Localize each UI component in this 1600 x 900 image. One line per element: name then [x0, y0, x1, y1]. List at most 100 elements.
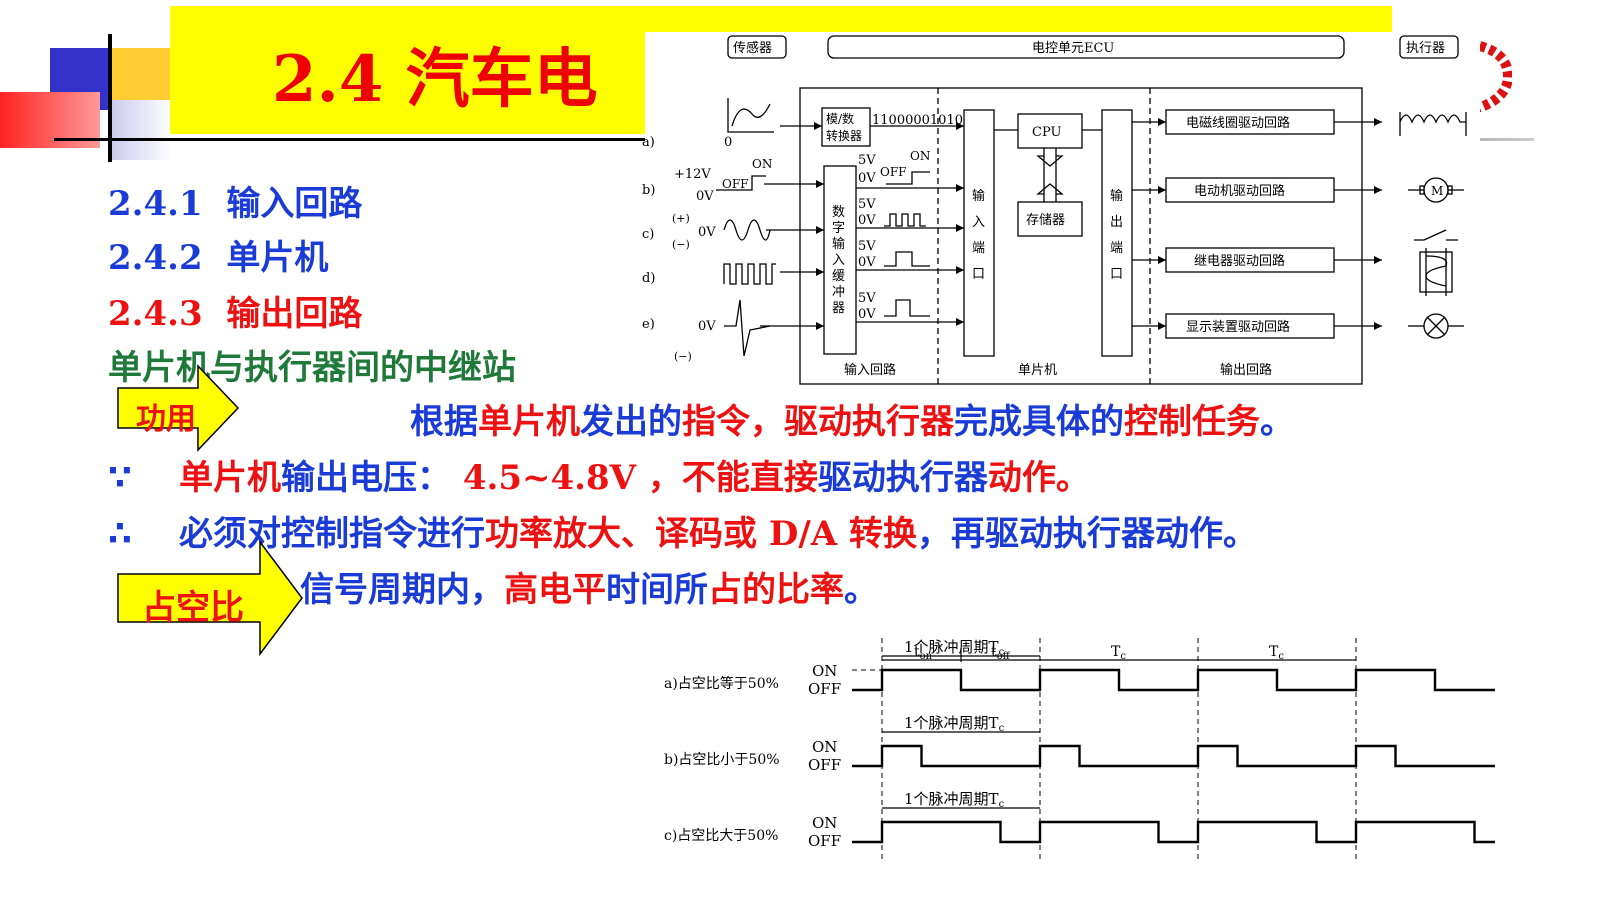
function-seg: 单片机 [478, 402, 580, 442]
svg-text:(−): (−) [674, 350, 692, 363]
because-seg: 输出电压： [281, 458, 452, 498]
decor-yellow-block [110, 48, 170, 110]
therefore-seg: D/A [768, 514, 838, 554]
because-seg: 单片机 [179, 458, 282, 498]
because-symbol: ∵ [108, 458, 132, 498]
function-text: 根据单片机发出的指令，驱动执行器完成具体的控制任务。 [410, 394, 1294, 443]
svg-text:CPU: CPU [1032, 125, 1061, 140]
function-seg: 完成具体的 [954, 402, 1124, 442]
svg-text:输出回路: 输出回路 [1220, 362, 1272, 378]
svg-text:输入回路: 输入回路 [844, 362, 896, 378]
svg-text:输: 输 [972, 188, 985, 204]
duty-seg: 高电平 [504, 570, 606, 610]
duty-cycle-diagram: a)占空比等于50%ONOFF1个脉冲周期Tcb)占空比小于50%ONOFF1个… [664, 638, 1495, 860]
svg-text:输: 输 [832, 236, 845, 252]
duty-label: 占空比 [142, 588, 244, 628]
svg-text:5V: 5V [858, 197, 876, 212]
svg-text:M: M [1431, 184, 1443, 198]
function-seg: 根据 [410, 402, 478, 442]
svg-text:转换器: 转换器 [826, 128, 862, 143]
svg-text:缓: 缓 [832, 269, 845, 284]
svg-text:(−): (−) [672, 238, 690, 251]
svg-text:d): d) [642, 271, 655, 286]
svg-text:b): b) [642, 183, 655, 198]
section-2-4-1: 2.4.1 输入回路 [108, 176, 362, 225]
duty-row-label: c)占空比大于50% [664, 828, 778, 844]
svg-text:0V: 0V [858, 307, 876, 322]
svg-text:c): c) [642, 227, 654, 242]
svg-text:Tc: Tc [1111, 644, 1126, 662]
svg-text:OFF: OFF [808, 680, 841, 698]
ecu-block-diagram: 传感器 电控单元ECU 执行器 模/数 转换器 11000001010 CPU … [642, 35, 1467, 385]
svg-text:1个脉冲周期Tc: 1个脉冲周期Tc [904, 714, 1005, 734]
because-seg: 驱动执行器 [817, 458, 988, 498]
duty-waveform-1 [852, 744, 1495, 768]
duty-waveform-2 [852, 820, 1495, 844]
svg-text:入: 入 [832, 253, 845, 268]
svg-text:1个脉冲周期Tc: 1个脉冲周期Tc [904, 638, 1005, 658]
svg-text:入: 入 [972, 215, 985, 230]
section-label: 输出回路 [226, 294, 363, 334]
svg-text:口: 口 [972, 267, 985, 282]
function-arrow-icon [117, 364, 240, 452]
svg-text:5V: 5V [858, 239, 876, 254]
svg-text:ON: ON [812, 662, 837, 680]
duty-row-label: b)占空比小于50% [664, 752, 780, 768]
svg-text:出: 出 [1110, 215, 1123, 230]
decor-lavender-block [112, 100, 172, 160]
svg-text:0V: 0V [858, 213, 876, 228]
svg-text:OFF: OFF [808, 756, 841, 774]
therefore-line: ∴ 必须对控制指令进行功率放大、译码或 D/A 转换，再驱动执行器动作。 [108, 506, 1257, 555]
svg-text:5V: 5V [858, 291, 876, 306]
svg-text:5V: 5V [858, 153, 876, 168]
because-seg: 4.5~4.8V [462, 458, 637, 498]
svg-text:执行器: 执行器 [1406, 41, 1445, 56]
section-number: 2.4.3 [108, 294, 203, 334]
svg-text:(+): (+) [672, 212, 690, 225]
svg-text:0V: 0V [696, 189, 714, 204]
section-2-4-2: 2.4.2 单片机 [108, 230, 328, 279]
decor-vertical-line [108, 34, 112, 162]
svg-text:传感器: 传感器 [733, 40, 772, 56]
svg-text:1个脉冲周期Tc: 1个脉冲周期Tc [904, 790, 1005, 810]
svg-text:OFF: OFF [722, 177, 749, 191]
therefore-seg: ，再驱动执行器动作。 [917, 514, 1258, 554]
svg-text:端: 端 [1110, 241, 1123, 256]
svg-text:电控单元ECU: 电控单元ECU [1032, 41, 1114, 56]
svg-text:e): e) [642, 317, 655, 332]
svg-text:电动机驱动回路: 电动机驱动回路 [1194, 183, 1285, 199]
svg-text:0V: 0V [858, 171, 876, 186]
logo-fragment-icon [1469, 40, 1512, 112]
svg-text:数: 数 [832, 205, 845, 220]
duty-arrow-icon [117, 540, 303, 657]
function-seg: 。 [1260, 402, 1294, 442]
duty-row-label: a)占空比等于50% [664, 675, 779, 692]
function-seg: 控制任务 [1124, 402, 1260, 442]
duty-seg: 。 [844, 570, 878, 610]
section-label: 单片机 [226, 238, 329, 278]
duty-seg: 时间所 [606, 570, 708, 610]
because-seg: ，不能直接 [647, 458, 818, 498]
svg-text:a): a) [642, 135, 655, 150]
svg-text:字: 字 [832, 221, 845, 236]
svg-text:+12V: +12V [674, 167, 711, 182]
svg-text:输: 输 [1110, 188, 1123, 204]
svg-text:模/数: 模/数 [826, 111, 854, 126]
duty-waveform-0 [852, 668, 1495, 692]
duty-seg: 占的比率 [708, 570, 844, 610]
section-number: 2.4.2 [108, 238, 203, 278]
svg-text:存储器: 存储器 [1026, 213, 1065, 228]
svg-text:OFF: OFF [880, 165, 907, 179]
because-seg: 动作。 [987, 458, 1090, 498]
duty-definition: 信号周期内，高电平时间所占的比率。 [300, 562, 878, 611]
svg-text:口: 口 [1110, 267, 1123, 282]
svg-text:显示装置驱动回路: 显示装置驱动回路 [1186, 319, 1290, 335]
svg-text:ON: ON [812, 814, 837, 832]
svg-text:Tc: Tc [1269, 644, 1284, 662]
svg-text:ON: ON [812, 738, 837, 756]
function-seg: 指令，驱动执行器 [682, 402, 954, 442]
svg-text:0V: 0V [858, 255, 876, 270]
svg-text:0V: 0V [698, 225, 716, 240]
svg-text:电磁线圈驱动回路: 电磁线圈驱动回路 [1186, 115, 1290, 131]
svg-text:端: 端 [972, 241, 985, 256]
